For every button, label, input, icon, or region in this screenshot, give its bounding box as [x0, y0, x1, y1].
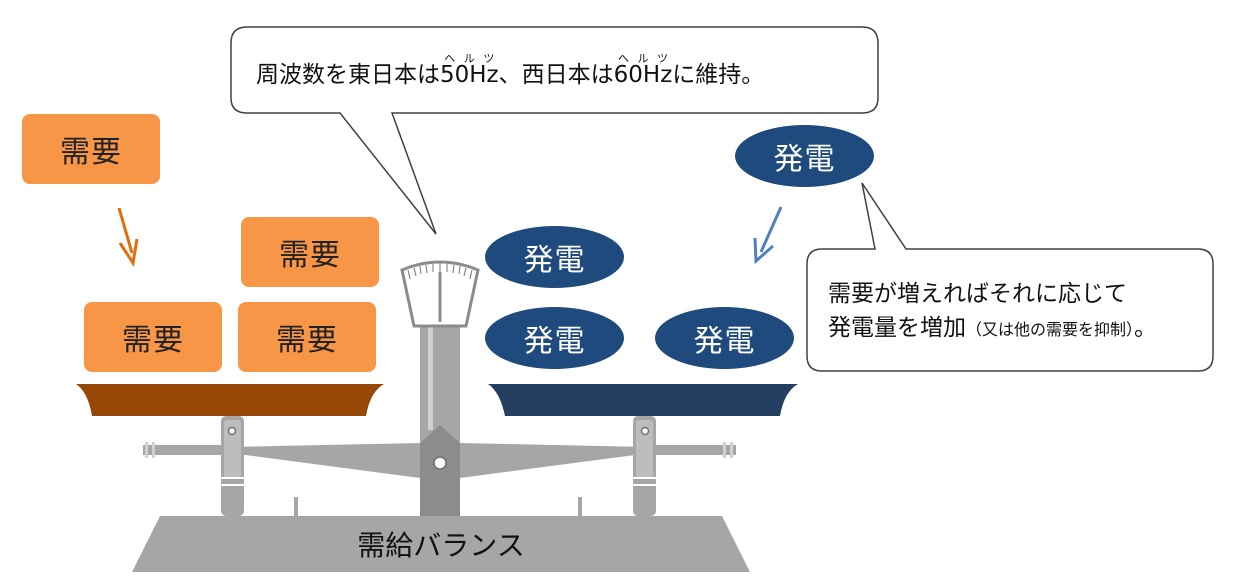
beam-tip-left-2 [152, 442, 155, 458]
frequency-east-reading: ヘルツ [440, 52, 499, 65]
callout-top-part2: 、西日本は [498, 62, 614, 88]
base-post-left [294, 497, 298, 516]
generation-ellipse-bottom-right: 発電 [655, 307, 794, 369]
right-hanger-hole [640, 426, 650, 436]
left-hanger-hole [227, 426, 237, 436]
callout-right-line2: 発電量を増加（又は他の需要を抑制）。 [828, 311, 1157, 347]
demand-box-bottom-left: 需要 [84, 302, 222, 372]
demand-box-incoming: 需要 [22, 114, 160, 184]
callout-right-end: 。 [1134, 315, 1158, 341]
scale-beam-end-right [640, 445, 736, 455]
supply-demand-balance-label: 需給バランス [357, 529, 525, 562]
callout-right-small: （又は他の需要を抑制） [966, 320, 1135, 339]
beam-tip-right-2 [730, 442, 733, 458]
base-post-right [578, 497, 582, 516]
callout-right-main: 発電量を増加 [828, 315, 966, 341]
scale-beam-end-left [143, 445, 239, 455]
generation-ellipse-bottom-left: 発電 [485, 307, 624, 369]
beam-tip-right [723, 442, 726, 458]
left-hanger-inner [224, 420, 241, 478]
callout-top-part1: 周波数を東日本は [256, 62, 440, 88]
callout-right-text: 需要が増えればそれに応じて 発電量を増加（又は他の需要を抑制）。 [828, 277, 1157, 347]
right-hanger-inner [636, 420, 653, 478]
demand-box-top: 需要 [241, 217, 379, 287]
post-shine [428, 320, 433, 430]
scale-base [132, 516, 750, 572]
demand-box-bottom-right: 需要 [238, 302, 376, 372]
frequency-west-reading: ヘルツ [613, 52, 673, 65]
generation-ellipse-top: 発電 [485, 226, 624, 288]
callout-top-bubble [230, 26, 879, 235]
frequency-west: 60Hzヘルツ [613, 52, 673, 88]
callout-top-text: 周波数を東日本は50Hzヘルツ、西日本は60Hzヘルツに維持。 [256, 52, 764, 92]
frequency-east: 50Hzヘルツ [440, 52, 499, 88]
generation-ellipse-incoming: 発電 [735, 125, 874, 187]
callout-right-bubble [806, 182, 1214, 372]
generation-arrow [753, 206, 783, 265]
generation-pan [488, 384, 798, 416]
demand-pan [76, 384, 384, 416]
pivot-hole [433, 456, 447, 470]
beam-tip-left [145, 442, 148, 458]
callout-top-part3: に維持。 [672, 62, 765, 88]
scale-pivot [420, 425, 460, 516]
callout-right-line1: 需要が増えればそれに応じて [828, 281, 1127, 307]
demand-arrow [117, 207, 139, 268]
